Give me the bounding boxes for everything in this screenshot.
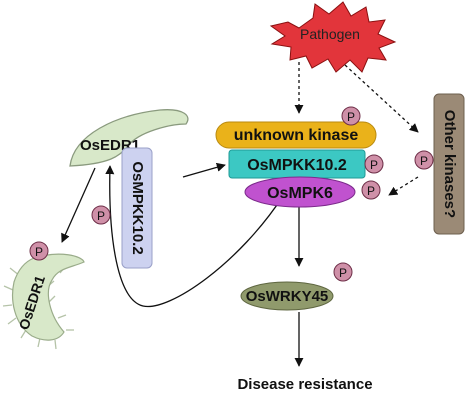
phospho-marker-osmpkk10-2: P [364, 154, 384, 174]
svg-text:P: P [367, 184, 375, 198]
unknown-kinase-node: unknown kinase [215, 121, 377, 149]
svg-text:P: P [370, 158, 378, 172]
phospho-marker-feedback: P [91, 205, 111, 225]
oswrky45-ellipse [240, 281, 334, 311]
phospho-marker-oswrky45: P [333, 262, 353, 282]
svg-text:P: P [339, 266, 347, 280]
other-kinases-label: Other kinases? [441, 110, 458, 218]
osedr1-degraded-node: OsEDR1 [2, 253, 85, 350]
pathogen-starburst-shape [269, 1, 397, 73]
phospho-marker-unknown-kinase: P [341, 106, 361, 126]
osedr1-to-osmpkk10-2-arrow [182, 162, 226, 178]
osmpk6-label: OsMPK6 [267, 185, 333, 202]
osmpk6-node: OsMPK6 [244, 176, 356, 208]
phospho-marker-osmpk6: P [361, 180, 381, 200]
osmpkk10-2-vertical-label: OsMPKK10.2 [129, 161, 146, 254]
oswrky45-label: OsWRKY45 [246, 288, 329, 305]
disease-resistance-label: Disease resistance [237, 376, 372, 393]
svg-text:P: P [420, 154, 428, 168]
osmpkk10-2-vertical-box [121, 147, 153, 269]
other-kinases-node: Other kinases? [433, 93, 465, 235]
svg-text:P: P [347, 110, 355, 124]
osedr1-to-degraded-arrow [61, 167, 96, 243]
pathogen-label: Pathogen [300, 26, 360, 42]
svg-text:P: P [97, 209, 105, 223]
osmpkk10-2-node: OsMPKK10.2 [228, 149, 366, 179]
osmpk6-feedback-to-osedr1-arrow [105, 165, 284, 308]
pathogen-to-other-kinases-arrow [344, 64, 419, 133]
osedr1-degraded-shape [11, 253, 85, 341]
osmpk6-ellipse [244, 176, 356, 208]
oswrky45-node: OsWRKY45 [240, 281, 334, 311]
pathogen-node: Pathogen [269, 1, 397, 73]
osmpkk10-2-vertical-node: OsMPKK10.2 [121, 147, 153, 269]
osedr1-shape [69, 109, 189, 167]
other-kinases-box [433, 93, 465, 235]
unknown-kinase-box [215, 121, 377, 149]
unknown-kinase-label: unknown kinase [234, 127, 359, 144]
other-kinases-to-osmpk6-arrow [388, 176, 419, 196]
svg-text:P: P [35, 245, 43, 259]
arrows [61, 62, 419, 367]
osmpkk10-2-label: OsMPKK10.2 [247, 157, 347, 174]
phospho-marker-other-kinases: P [414, 150, 434, 170]
phospho-marker-osedr1-degraded: P [29, 241, 49, 261]
